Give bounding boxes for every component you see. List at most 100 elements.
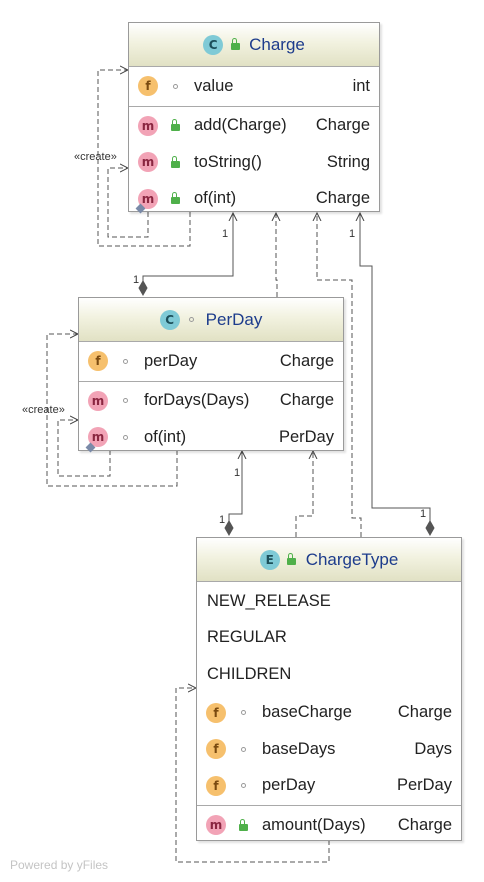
field-icon: f: [206, 739, 226, 760]
field-icon: f: [206, 702, 226, 723]
perday-charge-dependency: [276, 213, 277, 297]
field-name: value: [194, 76, 234, 95]
fields-section: f baseCharge Charge f baseDays Days f pe…: [197, 694, 461, 806]
field-type: PerDay: [396, 776, 452, 795]
method-name: of(int): [194, 189, 237, 208]
charge-dependency-loop: [97, 70, 191, 247]
package-private-icon: [119, 358, 131, 364]
mult-label: 1: [222, 228, 229, 240]
class-header: E ChargeType: [197, 538, 461, 582]
charge-create-loop: [107, 168, 149, 238]
mult-label: 1: [234, 467, 241, 479]
public-lock-icon: [237, 818, 249, 831]
method-name: toString(): [194, 152, 262, 171]
method-row[interactable]: m add(Charge) Charge: [129, 108, 379, 145]
field-icon: f: [138, 76, 158, 97]
field-row[interactable]: f perDay Charge: [79, 343, 343, 380]
class-name: PerDay: [205, 309, 263, 329]
perday-dependency-loop: [46, 334, 178, 487]
enum-constant[interactable]: NEW_RELEASE: [207, 591, 331, 610]
fields-section: f value int: [129, 67, 379, 107]
method-type: Charge: [315, 116, 370, 135]
field-name: perDay: [262, 776, 316, 795]
class-icon: C: [203, 34, 224, 55]
field-type: Charge: [279, 351, 334, 370]
chargetype-charge-dependency: [317, 213, 362, 537]
diamond-perday: [138, 279, 148, 297]
chargetype-self-dependency: [175, 688, 330, 863]
constants-section: NEW_RELEASE REGULAR CHILDREN: [197, 582, 461, 694]
method-row[interactable]: m toString() String: [129, 144, 379, 181]
enum-chargetype[interactable]: E ChargeType NEW_RELEASE REGULAR CHILDRE…: [196, 537, 462, 841]
enum-constant[interactable]: REGULAR: [207, 628, 287, 647]
field-icon: f: [206, 775, 226, 796]
method-icon: m: [206, 815, 226, 836]
mult-label: 1: [420, 508, 427, 520]
class-name: ChargeType: [305, 549, 399, 569]
chargetype-perday-association: [228, 451, 242, 528]
footer-credit: Powered by yFiles: [10, 858, 109, 872]
field-icon: f: [88, 351, 108, 372]
package-private-icon: [237, 710, 249, 716]
perday-charge-association: [142, 213, 233, 288]
method-icon: m: [138, 152, 158, 173]
method-type: Charge: [315, 189, 370, 208]
method-type: String: [326, 152, 370, 171]
field-row[interactable]: f baseDays Days: [197, 731, 461, 768]
method-icon: m: [138, 188, 158, 209]
method-row[interactable]: m of(int) PerDay: [79, 419, 343, 456]
method-icon: m: [88, 427, 108, 448]
method-type: PerDay: [278, 427, 334, 446]
field-name: baseDays: [262, 739, 336, 758]
field-type: Charge: [397, 703, 452, 722]
enum-constant[interactable]: CHILDREN: [207, 664, 292, 683]
class-name: Charge: [249, 34, 305, 54]
field-name: perDay: [144, 351, 198, 370]
package-private-icon: [186, 317, 198, 322]
class-perday[interactable]: C PerDay f perDay Charge m forDays(Days)…: [78, 297, 344, 452]
field-row[interactable]: f baseCharge Charge: [197, 695, 461, 732]
chargetype-perday-dependency: [295, 451, 313, 537]
method-row[interactable]: m amount(Days) Charge: [197, 807, 461, 844]
diamond-chargetype-right: [425, 519, 435, 537]
enum-icon: E: [259, 549, 280, 570]
method-row[interactable]: m forDays(Days) Charge: [79, 383, 343, 420]
method-name: add(Charge): [194, 116, 287, 135]
create-stereotype-label: «create»: [22, 404, 65, 416]
field-name: baseCharge: [262, 703, 352, 722]
fields-section: f perDay Charge: [79, 342, 343, 382]
class-charge[interactable]: C Charge f value int m add(Charge) Charg…: [128, 22, 380, 214]
package-private-icon: [119, 398, 131, 404]
public-lock-icon: [286, 553, 298, 565]
method-row[interactable]: m of(int) Charge: [129, 181, 379, 218]
field-type: int: [352, 76, 370, 95]
package-private-icon: [237, 783, 249, 789]
field-row[interactable]: f value int: [129, 68, 379, 105]
method-icon: m: [138, 115, 158, 136]
method-icon: m: [88, 390, 108, 411]
methods-section: m add(Charge) Charge m toString() String…: [129, 107, 379, 219]
class-icon: C: [159, 309, 180, 330]
field-type: Days: [414, 739, 452, 758]
diamond-chargetype-left: [224, 519, 234, 537]
package-private-icon: [169, 83, 181, 89]
field-row[interactable]: f perDay PerDay: [197, 768, 461, 805]
public-lock-icon: [229, 38, 241, 50]
public-lock-icon: [169, 192, 181, 205]
class-header: C Charge: [129, 23, 379, 67]
method-name: amount(Days): [262, 815, 366, 834]
mult-label: 1: [219, 514, 226, 526]
create-stereotype-label: «create»: [74, 151, 117, 163]
method-type: Charge: [279, 391, 334, 410]
package-private-icon: [119, 434, 131, 440]
method-name: of(int): [144, 427, 187, 446]
chargetype-charge-association: [360, 213, 431, 528]
mult-label: 1: [133, 274, 140, 286]
methods-section: m amount(Days) Charge: [197, 806, 461, 845]
package-private-icon: [237, 746, 249, 752]
methods-section: m forDays(Days) Charge m of(int) PerDay: [79, 382, 343, 457]
mult-label: 1: [349, 228, 356, 240]
public-lock-icon: [169, 119, 181, 132]
method-type: Charge: [397, 815, 452, 834]
